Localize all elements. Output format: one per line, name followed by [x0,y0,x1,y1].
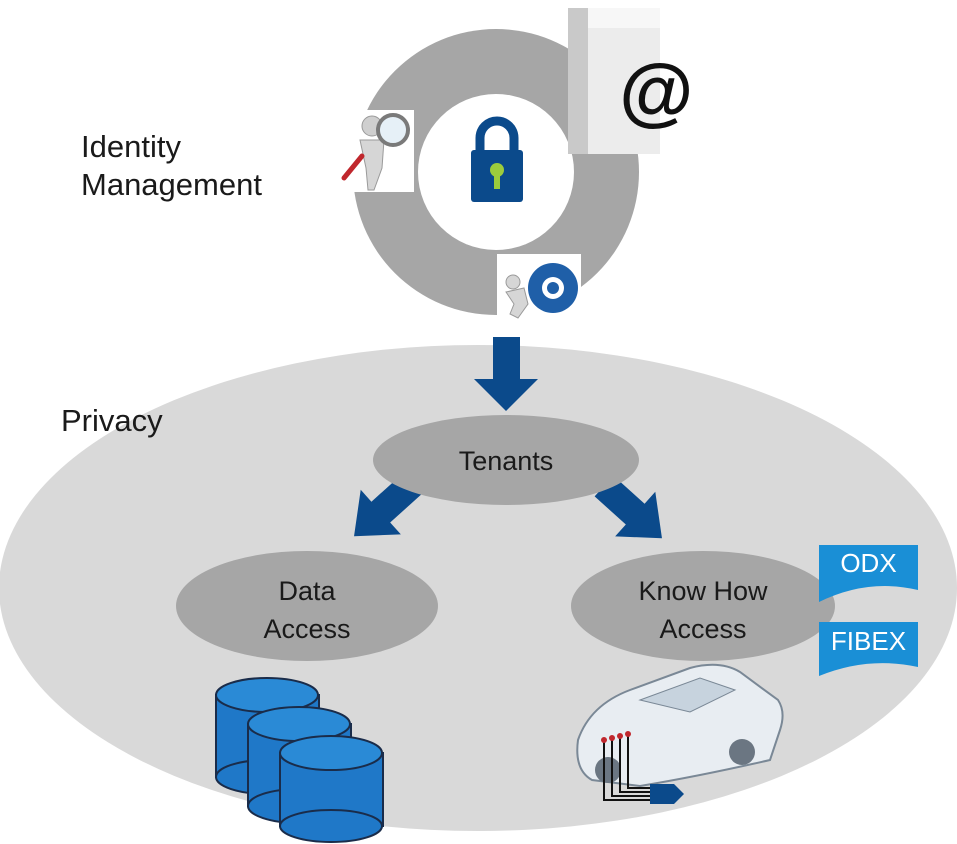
gear-person-icon [497,254,581,324]
database-icon [215,677,384,843]
identity-label-line2: Management [81,167,262,202]
email-at-icon: @ [568,8,692,154]
svg-text:@: @ [618,50,692,135]
identity-management-label: Identity Management [81,128,262,204]
magnifier-person-icon [334,110,414,192]
know-how-access-label: Know How Access [593,572,813,648]
know-how-line2: Access [659,614,747,644]
odx-badge [819,545,918,602]
identity-label-line1: Identity [81,129,181,164]
car-icon [576,663,784,804]
arrow-left-down-icon [354,473,422,537]
data-access-line1: Data [278,576,336,606]
arrow-right-down-icon [594,475,662,539]
lock-icon [471,116,523,202]
data-access-label: Data Access [207,572,407,648]
data-access-line2: Access [263,614,351,644]
fibex-badge [819,622,918,676]
data-access-node [176,551,438,661]
know-how-access-node [571,551,835,661]
arrow-down-icon [474,337,538,411]
odx-label: ODX [840,548,897,578]
know-how-line1: Know How [638,576,768,606]
tenants-label: Tenants [458,446,554,476]
privacy-label: Privacy [61,403,163,438]
fibex-label: FIBEX [830,626,907,656]
tenants-node [373,415,639,505]
